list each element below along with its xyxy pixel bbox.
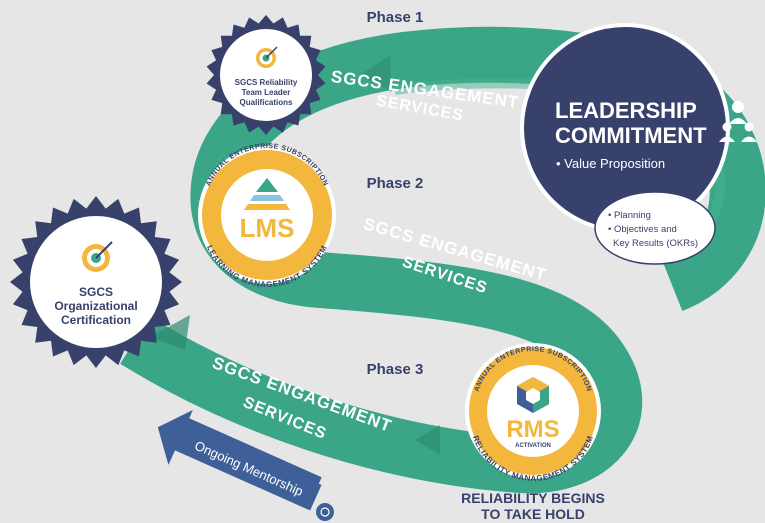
target-icon: [82, 241, 113, 272]
team-leader-line-3: Qualifications: [240, 98, 293, 107]
planning-okr-bubble: • Planning • Objectives and Key Results …: [594, 191, 716, 265]
rms-badge: ANNUAL ENTERPRISE SUBSCRIPTION RELIABILI…: [465, 343, 601, 483]
phase-2-label: Phase 2: [367, 175, 424, 192]
okr-item: Key Results (OKRs): [613, 238, 698, 249]
mentorship-badge-icon: [316, 503, 334, 521]
team-leader-line-1: SGCS Reliability: [235, 78, 298, 87]
rms-activation: ACTIVATION: [515, 443, 551, 449]
leadership-title-2: COMMITMENT: [555, 123, 707, 148]
leadership-bullet: • Value Proposition: [556, 156, 665, 171]
rms-hexagon-icon: [517, 377, 549, 413]
org-cert-line-2: Organizational: [54, 299, 137, 313]
tagline-line-1: RELIABILITY BEGINS: [461, 490, 605, 506]
org-cert-line-3: Certification: [61, 313, 131, 327]
organizational-certification-badge: SGCS Organizational Certification: [10, 196, 182, 368]
objectives-item: • Objectives and: [608, 224, 677, 235]
tagline-line-2: TO TAKE HOLD: [481, 506, 585, 522]
team-leader-qualifications-badge: SGCS Reliability Team Leader Qualificati…: [206, 15, 326, 135]
leadership-title-1: LEADERSHIP: [555, 98, 697, 123]
team-leader-line-2: Team Leader: [242, 88, 291, 97]
target-icon: [256, 46, 278, 68]
lms-name: LMS: [240, 213, 295, 243]
rms-name: RMS: [506, 416, 559, 443]
leadership-commitment: LEADERSHIP COMMITMENT • Value Propositio…: [520, 23, 757, 233]
people-icon: [719, 101, 757, 142]
phase-3-label: Phase 3: [367, 361, 424, 378]
planning-item: • Planning: [608, 210, 651, 221]
pyramid-icon: [244, 178, 290, 210]
org-cert-line-1: SGCS: [79, 285, 113, 299]
phase-1-label: Phase 1: [367, 9, 424, 26]
